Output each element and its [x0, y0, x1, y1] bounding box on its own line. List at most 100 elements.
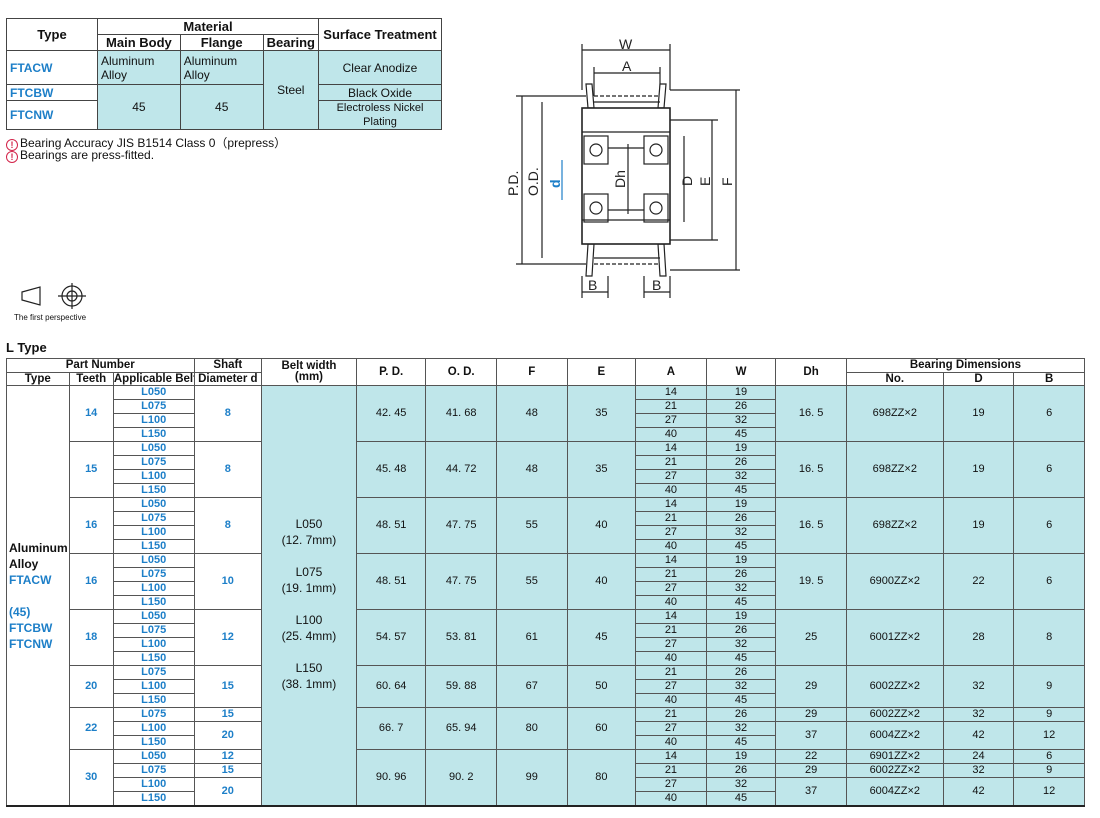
- a-cell: 14: [635, 609, 707, 624]
- dim-dh: Dh: [612, 170, 628, 188]
- surface-header: Surface Treatment: [318, 18, 442, 51]
- type-ftcnw: FTCNW: [6, 100, 98, 130]
- no-cell: 6900ZZ×2: [845, 553, 944, 610]
- b-cell: 12: [1013, 777, 1085, 807]
- b-cell: 9: [1013, 763, 1085, 778]
- belt-width-line: (38. 1mm): [281, 677, 337, 691]
- belt-cell: L050: [112, 609, 195, 624]
- od-cell: 44. 72: [425, 441, 498, 498]
- no-cell: 6004ZZ×2: [845, 777, 944, 807]
- f-cell: 61: [496, 609, 568, 666]
- w-cell: 19: [705, 441, 777, 456]
- dh-cell: 29: [775, 707, 847, 722]
- belt-width-line: L150: [295, 661, 323, 675]
- w-cell: 19: [705, 385, 777, 400]
- e-cell: 35: [566, 385, 637, 442]
- w-cell: 19: [705, 553, 777, 568]
- dh-cell: 37: [775, 721, 847, 750]
- type-col-header: Type: [6, 372, 70, 386]
- shaft-cell: 8: [193, 385, 263, 442]
- pd-cell: 45. 48: [355, 441, 427, 498]
- teeth-cell: 16: [68, 553, 114, 610]
- belt-cell: L150: [112, 539, 195, 554]
- belt-width-line: (25. 4mm): [281, 629, 337, 643]
- flange-al: Aluminum Alloy: [179, 50, 264, 85]
- shaft-cell: 20: [193, 721, 263, 750]
- w-header: W: [705, 358, 777, 386]
- type-line: [9, 588, 68, 604]
- w-cell: 32: [705, 525, 777, 540]
- shaft-cell: 15: [193, 707, 263, 722]
- d-cell: 42: [942, 721, 1015, 750]
- bearing-d-header: D: [942, 372, 1015, 386]
- dh-cell: 25: [775, 609, 847, 666]
- teeth-cell: 20: [68, 665, 114, 708]
- b-cell: 9: [1013, 707, 1085, 722]
- belt-cell: L150: [112, 483, 195, 498]
- shaft-header: Shaft: [193, 358, 263, 373]
- dim-w: W: [619, 36, 633, 52]
- w-cell: 45: [705, 651, 777, 666]
- shaft-cell: 15: [193, 763, 263, 778]
- no-cell: 6901ZZ×2: [845, 749, 944, 764]
- dim-b-right: B: [652, 277, 661, 293]
- od-cell: 41. 68: [425, 385, 498, 442]
- d-cell: 19: [942, 385, 1015, 442]
- a-cell: 27: [635, 721, 707, 736]
- d-cell: 42: [942, 777, 1015, 807]
- part-number-header: Part Number: [6, 358, 195, 373]
- flange-header: Flange: [179, 34, 264, 51]
- w-cell: 45: [705, 483, 777, 498]
- e-cell: 40: [566, 553, 637, 610]
- type-line: Alloy: [9, 556, 39, 571]
- teeth-cell: 14: [68, 385, 114, 442]
- a-cell: 27: [635, 679, 707, 694]
- w-cell: 26: [705, 623, 777, 638]
- dim-a: A: [622, 58, 632, 74]
- pd-cell: 60. 64: [355, 665, 427, 708]
- belt-cell: L075: [112, 665, 195, 680]
- bearing-dimensions-header: Bearing Dimensions: [845, 358, 1086, 373]
- od-header: O. D.: [425, 358, 498, 386]
- belt-cell: L050: [112, 441, 195, 456]
- a-cell: 21: [635, 399, 707, 414]
- w-cell: 45: [705, 735, 777, 750]
- belt-cell: L100: [112, 469, 195, 484]
- d-cell: 24: [942, 749, 1015, 764]
- main-body-45: 45: [97, 84, 181, 130]
- pulley-drawing: W A P.D. O.D. d Dh D E F B B: [505, 36, 740, 298]
- first-angle-projection-icon: [21, 283, 86, 309]
- b-cell: 6: [1013, 497, 1085, 554]
- belt-cell: L150: [112, 595, 195, 610]
- pd-cell: 42. 45: [355, 385, 427, 442]
- note-pressfit: !Bearings are press-fitted.: [6, 148, 154, 163]
- b-cell: 6: [1013, 385, 1085, 442]
- a-cell: 21: [635, 511, 707, 526]
- a-cell: 21: [635, 763, 707, 778]
- w-cell: 26: [705, 665, 777, 680]
- belt-cell: L150: [112, 693, 195, 708]
- a-cell: 21: [635, 623, 707, 638]
- a-cell: 40: [635, 483, 707, 498]
- belt-cell: L150: [112, 791, 195, 807]
- belt-cell: L100: [112, 413, 195, 428]
- e-cell: 35: [566, 441, 637, 498]
- a-cell: 40: [635, 651, 707, 666]
- a-cell: 14: [635, 553, 707, 568]
- a-cell: 27: [635, 469, 707, 484]
- b-cell: 6: [1013, 749, 1085, 764]
- f-cell: 55: [496, 497, 568, 554]
- shaft-cell: 20: [193, 777, 263, 807]
- e-cell: 45: [566, 609, 637, 666]
